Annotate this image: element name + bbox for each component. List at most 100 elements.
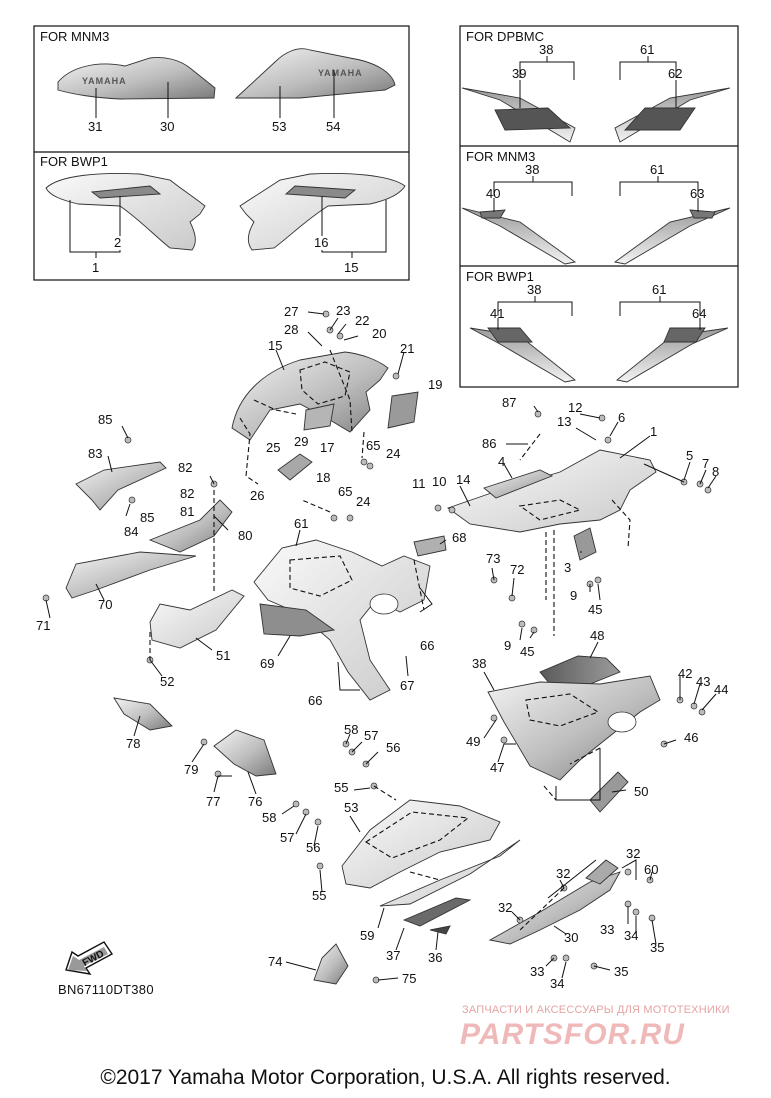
decal-right-bwp1 bbox=[663, 327, 706, 343]
callout-38-bwp1: 38 bbox=[527, 282, 541, 297]
callout-18: 18 bbox=[316, 470, 330, 485]
callout-2: 2 bbox=[114, 235, 121, 250]
decal-panel-left-dpbmc bbox=[461, 87, 576, 143]
callout-5: 5 bbox=[686, 448, 693, 463]
fairing-right-bwp1 bbox=[239, 172, 406, 251]
callout-33: 33 bbox=[600, 922, 614, 937]
callout-7: 7 bbox=[702, 456, 709, 471]
callout-11: 11 bbox=[412, 476, 426, 491]
part-side-cowl-38 bbox=[487, 675, 661, 781]
part-lower-cowl-30 bbox=[488, 871, 621, 945]
callout-57: 57 bbox=[364, 728, 378, 743]
decal-left-mnm3 bbox=[479, 209, 506, 219]
part-panel-68 bbox=[413, 535, 447, 557]
callout-34-b: 34 bbox=[550, 976, 564, 991]
callout-15: 15 bbox=[344, 260, 358, 275]
callout-41: 41 bbox=[490, 306, 504, 321]
callout-60: 60 bbox=[644, 862, 658, 877]
callout-40: 40 bbox=[486, 186, 500, 201]
callout-52: 52 bbox=[160, 674, 174, 689]
callout-28: 28 bbox=[284, 322, 298, 337]
fairing-left-bwp1 bbox=[45, 172, 206, 251]
callout-1-main: 1 bbox=[650, 424, 657, 439]
inset-title-mnm3-side: FOR MNM3 bbox=[40, 29, 109, 44]
part-strip-37 bbox=[402, 897, 472, 927]
callout-34: 34 bbox=[624, 928, 638, 943]
callout-31: 31 bbox=[88, 119, 102, 134]
part-panel-50 bbox=[589, 771, 629, 813]
callout-37: 37 bbox=[386, 948, 400, 963]
part-panel-74 bbox=[313, 943, 349, 985]
callout-32-c: 32 bbox=[498, 900, 512, 915]
callout-4: 4 bbox=[498, 454, 505, 469]
callout-85-b: 85 bbox=[140, 510, 154, 525]
callout-86: 86 bbox=[482, 436, 496, 451]
leader-lines bbox=[45, 311, 717, 981]
callout-82: 82 bbox=[178, 460, 192, 475]
part-right-cowl-1 bbox=[447, 449, 657, 533]
callout-30: 30 bbox=[160, 119, 174, 134]
exploded-callouts: 27 23 22 20 28 15 21 19 25 29 17 65 24 1… bbox=[36, 303, 728, 991]
callout-22: 22 bbox=[355, 313, 369, 328]
callout-61-dpbmc: 61 bbox=[640, 42, 654, 57]
callout-15-main: 15 bbox=[268, 338, 282, 353]
callout-76: 76 bbox=[248, 794, 262, 809]
callout-8: 8 bbox=[712, 464, 719, 479]
callout-23: 23 bbox=[336, 303, 350, 318]
callout-43: 43 bbox=[696, 674, 710, 689]
callout-62: 62 bbox=[668, 66, 682, 81]
callout-32: 32 bbox=[556, 866, 570, 881]
callout-54: 54 bbox=[326, 119, 340, 134]
callout-69: 69 bbox=[260, 656, 274, 671]
part-panel-48 bbox=[539, 655, 621, 685]
part-bracket-80 bbox=[148, 499, 233, 553]
callout-63: 63 bbox=[690, 186, 704, 201]
callout-78: 78 bbox=[126, 736, 140, 751]
part-panel-4 bbox=[483, 469, 554, 499]
callout-57-b: 57 bbox=[280, 830, 294, 845]
fairing-right-stripe bbox=[284, 185, 357, 199]
callout-32-b: 32 bbox=[626, 846, 640, 861]
callout-9: 9 bbox=[570, 588, 577, 603]
callout-80: 80 bbox=[238, 528, 252, 543]
callout-59: 59 bbox=[360, 928, 374, 943]
callout-38-dpbmc: 38 bbox=[539, 42, 553, 57]
brand-mark-right: YAMAHA bbox=[318, 68, 363, 78]
callout-44: 44 bbox=[714, 682, 728, 697]
decal-right-mnm3 bbox=[689, 209, 716, 219]
callout-85: 85 bbox=[98, 412, 112, 427]
callout-77: 77 bbox=[206, 794, 220, 809]
callout-56: 56 bbox=[386, 740, 400, 755]
watermark-logo: PARTSFOR.RU bbox=[460, 1018, 685, 1051]
callout-58: 58 bbox=[344, 722, 358, 737]
decal-panel-right-mnm3 bbox=[613, 207, 731, 265]
callout-46: 46 bbox=[684, 730, 698, 745]
callout-81: 81 bbox=[180, 504, 194, 519]
part-upper-cowl-15 bbox=[231, 351, 389, 441]
part-bracket-60 bbox=[585, 859, 619, 885]
callout-27: 27 bbox=[284, 304, 298, 319]
callout-9-b: 9 bbox=[504, 638, 511, 653]
callout-36: 36 bbox=[428, 950, 442, 965]
callout-45-b: 45 bbox=[520, 644, 534, 659]
callout-13: 13 bbox=[557, 414, 571, 429]
callout-56-b: 56 bbox=[306, 840, 320, 855]
callout-21: 21 bbox=[400, 341, 414, 356]
callout-53-main: 53 bbox=[344, 800, 358, 815]
callout-50: 50 bbox=[634, 784, 648, 799]
callout-33-b: 33 bbox=[530, 964, 544, 979]
part-bracket-78 bbox=[113, 697, 173, 731]
callout-61-main: 61 bbox=[294, 516, 308, 531]
callout-64: 64 bbox=[692, 306, 706, 321]
callout-61-mnm3: 61 bbox=[650, 162, 664, 177]
callout-70: 70 bbox=[98, 597, 112, 612]
callout-68: 68 bbox=[452, 530, 466, 545]
inset-title-mnm3-decal: FOR MNM3 bbox=[466, 149, 535, 164]
part-inner-panel-51 bbox=[149, 589, 245, 649]
decal-right-dpbmc bbox=[623, 107, 696, 131]
callout-65-b: 65 bbox=[338, 484, 352, 499]
callout-67: 67 bbox=[400, 678, 414, 693]
part-panel-69 bbox=[259, 603, 336, 637]
callout-65: 65 bbox=[366, 438, 380, 453]
